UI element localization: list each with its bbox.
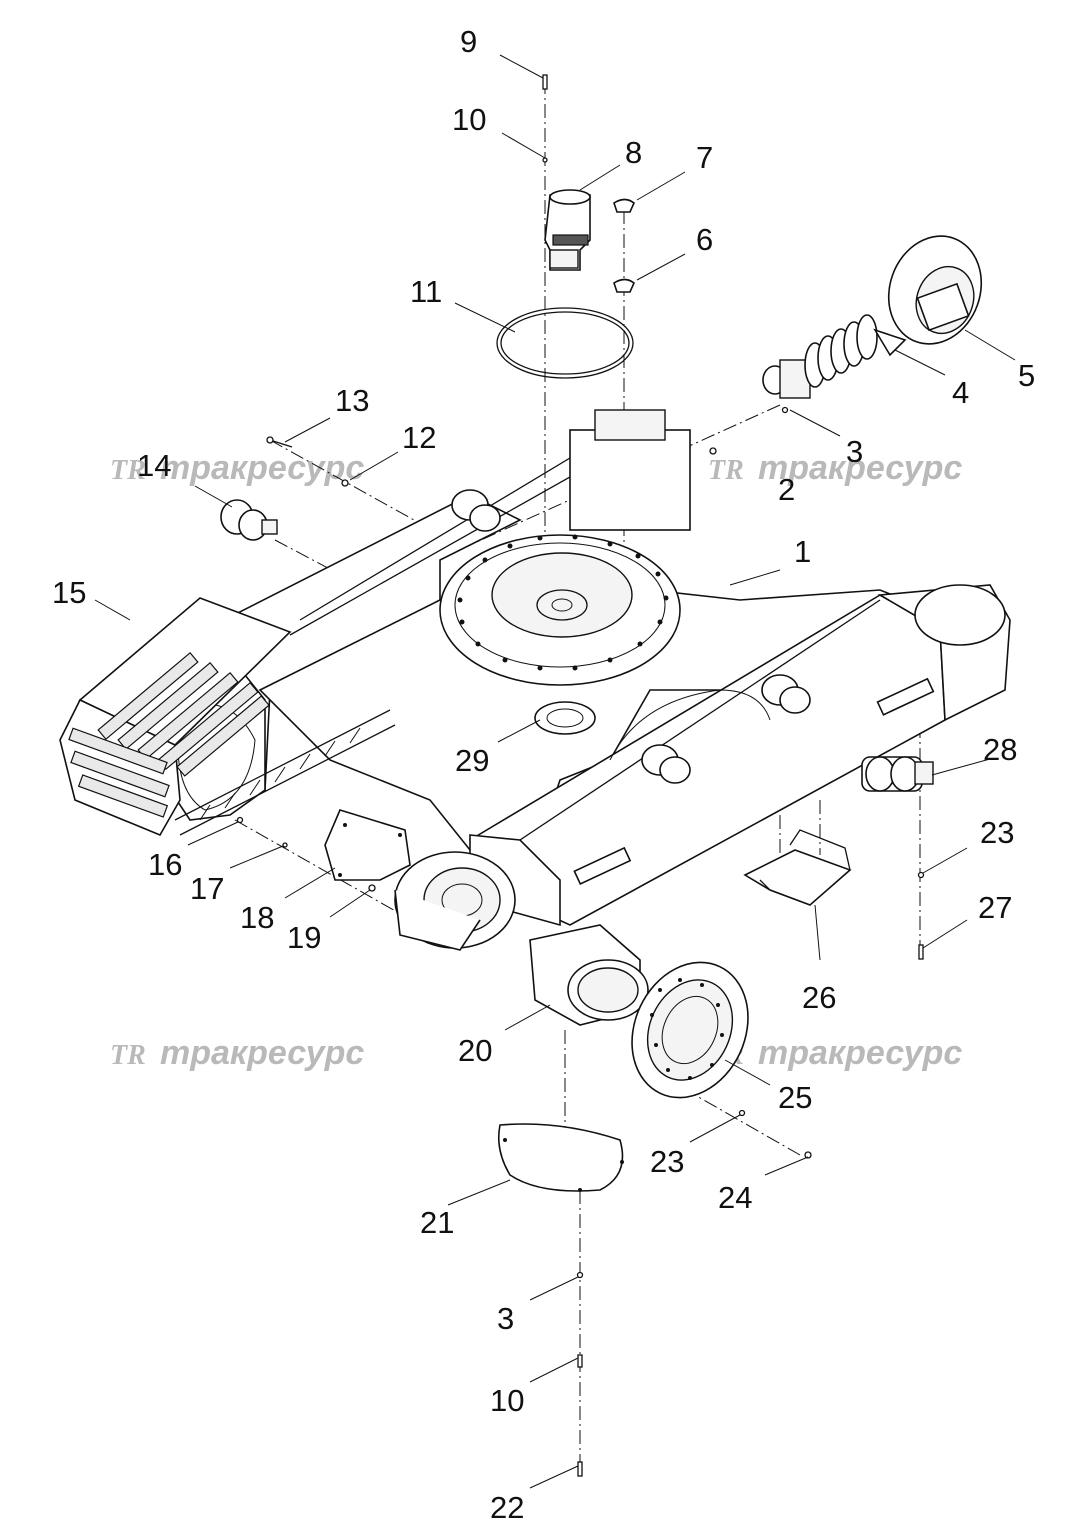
part-21-cover [497,1123,624,1192]
watermark-logo: TR [708,455,744,486]
part-6-plate [613,278,635,293]
leader-lines [94,54,1016,1489]
part-8-center-joint [544,189,591,271]
callout-19: 19 [287,920,321,955]
watermark-top-left: TR тракресурс [110,449,364,487]
part-7-plate [613,198,635,213]
callout-4: 4 [952,375,969,410]
callout-15: 15 [52,575,86,610]
upper-rollers [451,489,811,784]
bearing-bolts [457,534,669,671]
callout-11: 11 [410,274,442,309]
watermark-logo: TR [110,455,146,486]
watermark-text: тракресурс [160,449,364,487]
callout-28: 28 [983,732,1017,767]
part-18-cover [324,809,411,881]
watermark-top-right: TR тракресурс [708,449,962,487]
part-25-sprocket [631,961,749,1099]
watermark-text: тракресурс [758,449,962,487]
callout-8: 8 [625,135,642,170]
callout-16: 16 [148,847,182,882]
callout-27: 27 [978,890,1012,925]
part-4-recoil-spring [762,314,907,399]
part-1-main-frame [164,409,1011,927]
callout-7: 7 [696,140,713,175]
part-5-idler [887,235,983,345]
callout-21: 21 [420,1205,454,1240]
part-20-travel-motor [394,851,649,1026]
callout-25: 25 [778,1080,812,1115]
callout-24: 24 [718,1180,752,1215]
callout-26: 26 [802,980,836,1015]
callout-23: 23 [650,1144,684,1179]
callout-1: 1 [794,534,811,569]
watermark-text: тракресурс [758,1034,962,1072]
watermark-text: тракресурс [160,1034,364,1072]
watermark-bottom-right: TR тракресурс [708,1034,962,1072]
callout-12: 12 [402,420,436,455]
callout-14: 14 [137,448,171,483]
callout-5: 5 [1018,358,1035,393]
part-11-ring [496,307,634,379]
callout-10: 10 [452,102,486,137]
callout-18: 18 [240,900,274,935]
part-26-track-guide [743,829,852,906]
callout-23: 23 [980,815,1014,850]
callout-labels: 9 10 8 7 6 11 13 12 14 5 4 3 2 1 15 29 2… [52,24,1035,1525]
callout-20: 20 [458,1033,492,1068]
callout-2: 2 [778,472,795,507]
callout-22: 22 [490,1490,524,1525]
callout-29: 29 [455,743,489,778]
callout-3: 3 [846,434,863,469]
callout-6: 6 [696,222,713,257]
watermark-bottom-left: TR тракресурс [110,1034,364,1072]
part-15-track-chain [59,597,396,837]
callout-9: 9 [460,24,477,59]
part-28-lower-roller [861,756,934,792]
callout-3: 3 [497,1301,514,1336]
callout-10: 10 [490,1383,524,1418]
callout-13: 13 [335,383,369,418]
watermark-logo: TR [110,1040,146,1071]
callout-17: 17 [190,871,224,906]
part-14-carrier-roller [220,499,278,541]
